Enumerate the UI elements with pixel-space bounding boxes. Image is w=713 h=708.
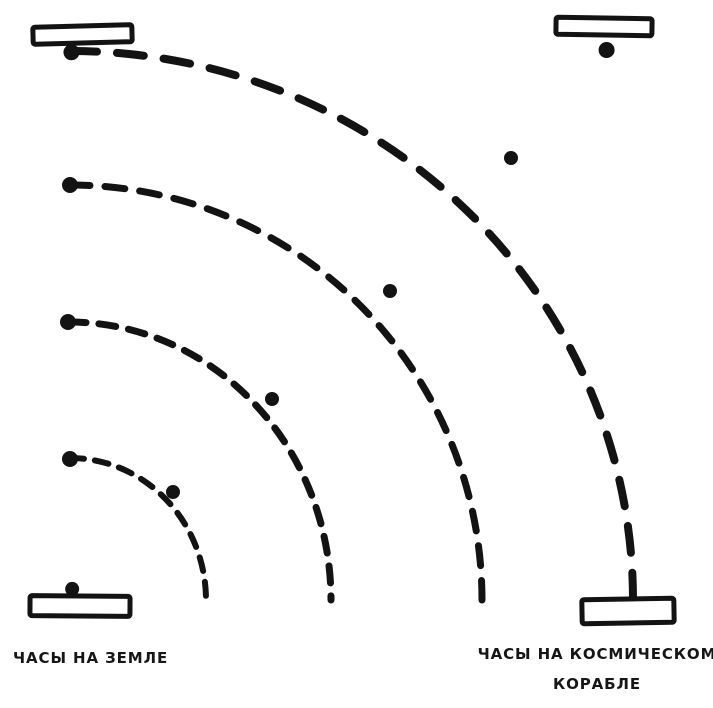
worldline-arc [65, 318, 335, 604]
clock-bottom-right-body [579, 595, 677, 627]
clock-top-left-icon [30, 22, 135, 61]
event-dot [166, 485, 180, 499]
event-dot [62, 177, 78, 193]
ship-clock-label: ЧАСЫ НА КОСМИЧЕСКОМ КОРАБЛЕ [468, 647, 713, 692]
earth-clock-label: ЧАСЫ НА ЗЕМЛЕ [13, 649, 169, 667]
clock-top-right-icon [553, 14, 655, 59]
clock-bottom-left-body [27, 593, 133, 619]
worldline-arc [67, 455, 209, 603]
event-dot [62, 451, 78, 467]
ship-clock-label-line2: КОРАБЛЕ [552, 675, 642, 693]
clock-bottom-left-pendulum-dot [65, 581, 80, 596]
clock-top-left-body [30, 22, 135, 47]
event-dot [383, 284, 397, 298]
clock-bottom-left-icon [27, 581, 133, 619]
clock-top-right-pendulum-dot [598, 42, 615, 59]
worldline-arc [66, 181, 486, 604]
clock-bottom-right-icon [579, 595, 677, 627]
worldline-arc [66, 47, 637, 604]
clock-top-right-body [553, 14, 655, 39]
ship-clock-label-line1: ЧАСЫ НА КОСМИЧЕСКОМ [477, 645, 713, 663]
event-dot [504, 151, 518, 165]
clock-top-left-pendulum-dot [63, 44, 80, 61]
event-dot [265, 392, 279, 406]
event-dot [60, 314, 76, 330]
